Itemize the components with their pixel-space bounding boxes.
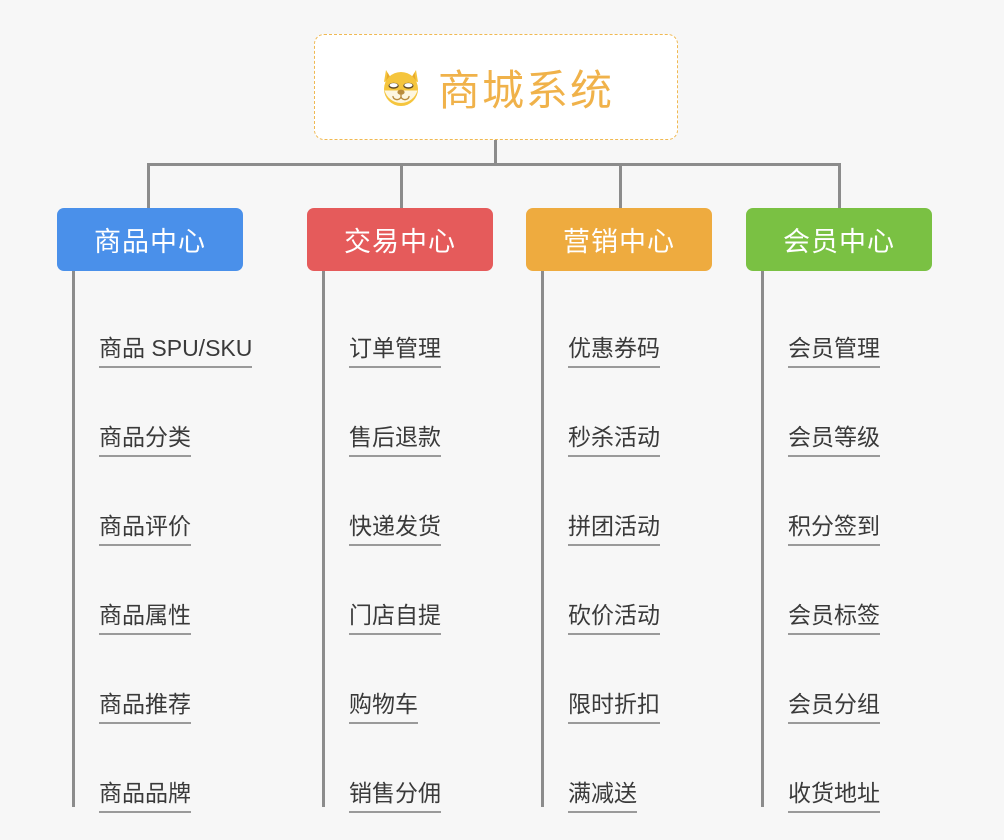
leaf-item[interactable]: 会员管理 xyxy=(746,279,932,368)
leaf-list-1: 商品 SPU/SKU 商品分类 商品评价 商品属性 商品推荐 商品品牌 xyxy=(57,271,253,813)
leaf-label: 商品推荐 xyxy=(99,691,191,724)
leaf-label: 订单管理 xyxy=(349,335,441,368)
leaf-item[interactable]: 商品评价 xyxy=(57,457,243,546)
category-column-4: 会员中心 会员管理 会员等级 积分签到 会员标签 会员分组 收货地址 xyxy=(746,208,932,813)
connector-drop-1 xyxy=(147,163,150,208)
leaf-label: 商品属性 xyxy=(99,602,191,635)
leaf-item[interactable]: 会员等级 xyxy=(746,368,932,457)
leaf-label: 满减送 xyxy=(568,780,637,813)
leaf-label: 会员等级 xyxy=(788,424,880,457)
shiba-dog-face-icon xyxy=(378,64,424,110)
leaf-item[interactable]: 会员分组 xyxy=(746,635,932,724)
leaf-item[interactable]: 购物车 xyxy=(307,635,493,724)
leaf-label: 拼团活动 xyxy=(568,513,660,546)
leaf-label: 商品评价 xyxy=(99,513,191,546)
category-header-1[interactable]: 商品中心 xyxy=(57,208,243,271)
leaf-label: 门店自提 xyxy=(349,602,441,635)
leaf-label: 收货地址 xyxy=(788,780,880,813)
category-header-label: 营销中心 xyxy=(563,227,675,257)
root-node[interactable]: 商城系统 xyxy=(314,34,678,140)
leaf-item[interactable]: 秒杀活动 xyxy=(526,368,712,457)
category-column-3: 营销中心 优惠券码 秒杀活动 拼团活动 砍价活动 限时折扣 满减送 xyxy=(526,208,712,813)
category-header-3[interactable]: 营销中心 xyxy=(526,208,712,271)
connector-drop-2 xyxy=(400,163,403,208)
leaf-item[interactable]: 订单管理 xyxy=(307,279,493,368)
leaf-label: 积分签到 xyxy=(788,513,880,546)
leaf-item[interactable]: 商品分类 xyxy=(57,368,243,457)
connector-drop-4 xyxy=(838,163,841,208)
category-header-label: 商品中心 xyxy=(94,227,206,257)
leaf-item[interactable]: 会员标签 xyxy=(746,546,932,635)
leaf-item[interactable]: 拼团活动 xyxy=(526,457,712,546)
category-header-4[interactable]: 会员中心 xyxy=(746,208,932,271)
leaf-label: 砍价活动 xyxy=(568,602,660,635)
leaf-label: 快递发货 xyxy=(349,513,441,546)
leaf-label: 会员管理 xyxy=(788,335,880,368)
leaf-item[interactable]: 优惠券码 xyxy=(526,279,712,368)
leaf-item[interactable]: 满减送 xyxy=(526,724,712,813)
leaf-label: 商品 SPU/SKU xyxy=(99,335,253,368)
leaf-label: 会员标签 xyxy=(788,602,880,635)
leaf-label: 售后退款 xyxy=(349,424,441,457)
category-header-2[interactable]: 交易中心 xyxy=(307,208,493,271)
leaf-label: 购物车 xyxy=(349,691,418,724)
connector-drop-3 xyxy=(619,163,622,208)
leaf-label: 优惠券码 xyxy=(568,335,660,368)
leaf-item[interactable]: 商品 SPU/SKU xyxy=(57,279,253,368)
leaf-label: 商品品牌 xyxy=(99,780,191,813)
leaf-item[interactable]: 售后退款 xyxy=(307,368,493,457)
leaf-item[interactable]: 商品属性 xyxy=(57,546,243,635)
leaf-list-4: 会员管理 会员等级 积分签到 会员标签 会员分组 收货地址 xyxy=(746,271,932,813)
connector-root-stem xyxy=(494,140,497,165)
leaf-item[interactable]: 收货地址 xyxy=(746,724,932,813)
leaf-item[interactable]: 门店自提 xyxy=(307,546,493,635)
leaf-item[interactable]: 砍价活动 xyxy=(526,546,712,635)
leaf-label: 限时折扣 xyxy=(568,691,660,724)
leaf-item[interactable]: 快递发货 xyxy=(307,457,493,546)
category-header-label: 交易中心 xyxy=(344,227,456,257)
leaf-label: 销售分佣 xyxy=(349,780,441,813)
leaf-item[interactable]: 商品推荐 xyxy=(57,635,243,724)
leaf-item[interactable]: 积分签到 xyxy=(746,457,932,546)
leaf-list-2: 订单管理 售后退款 快递发货 门店自提 购物车 销售分佣 xyxy=(307,271,493,813)
leaf-label: 会员分组 xyxy=(788,691,880,724)
leaf-item[interactable]: 商品品牌 xyxy=(57,724,243,813)
leaf-item[interactable]: 限时折扣 xyxy=(526,635,712,724)
category-header-label: 会员中心 xyxy=(783,227,895,257)
leaf-label: 商品分类 xyxy=(99,424,191,457)
leaf-item[interactable]: 销售分佣 xyxy=(307,724,493,813)
category-column-1: 商品中心 商品 SPU/SKU 商品分类 商品评价 商品属性 商品推荐 商品品牌 xyxy=(57,208,253,813)
category-column-2: 交易中心 订单管理 售后退款 快递发货 门店自提 购物车 销售分佣 xyxy=(307,208,493,813)
connector-horizontal-bus xyxy=(147,163,841,166)
root-title: 商城系统 xyxy=(437,66,614,114)
leaf-list-3: 优惠券码 秒杀活动 拼团活动 砍价活动 限时折扣 满减送 xyxy=(526,271,712,813)
leaf-label: 秒杀活动 xyxy=(568,424,660,457)
